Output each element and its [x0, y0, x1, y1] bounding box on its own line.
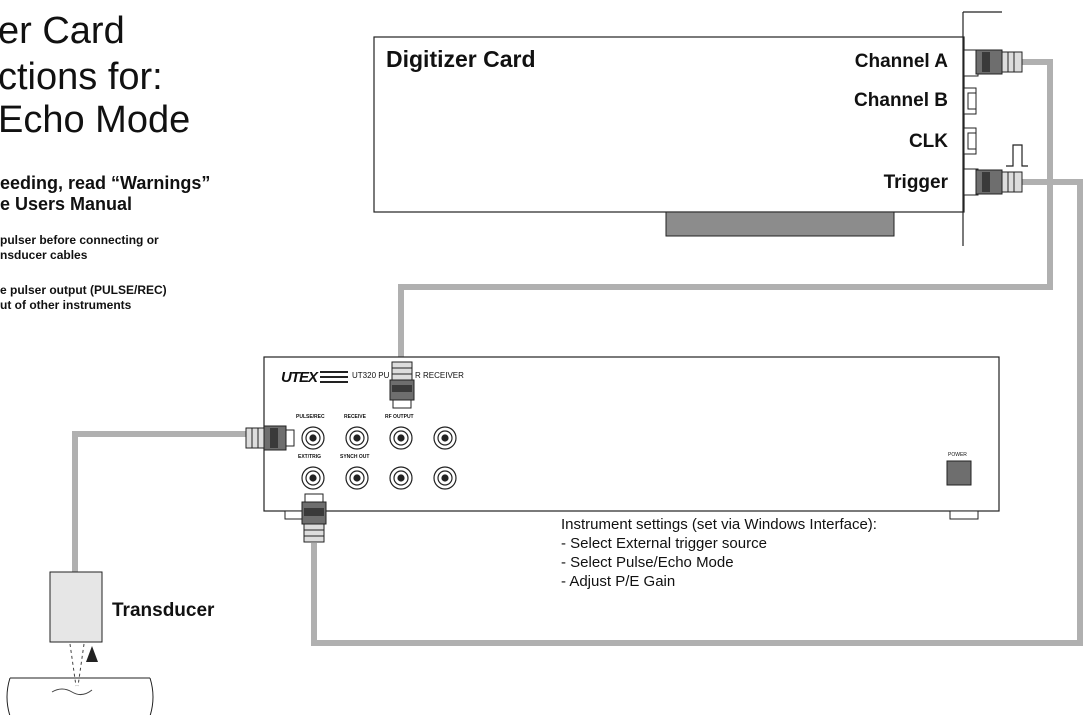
port-label-channel-a: Channel A	[854, 51, 948, 72]
settings-item-mode: - Select Pulse/Echo Mode	[561, 554, 734, 571]
port-label-clk: CLK	[908, 131, 948, 152]
pci-edge-connector	[665, 211, 895, 237]
pulse-rec-bnc-icon[interactable]	[301, 426, 325, 450]
spare-bnc-icon[interactable]	[389, 466, 413, 490]
spare-bnc-icon[interactable]	[433, 426, 457, 450]
note1-line2: nsducer cables	[0, 248, 88, 262]
clk-connector-icon[interactable]	[963, 127, 977, 155]
note2-line1: e pulser output (PULSE/REC)	[0, 283, 167, 297]
settings-item-gain: - Adjust P/E Gain	[561, 573, 676, 590]
ext-trig-plug-icon	[301, 493, 327, 543]
test-specimen	[6, 677, 154, 715]
channel-a-connector-icon[interactable]	[963, 49, 1023, 77]
rf-output-plug-icon	[389, 361, 415, 409]
port-label-channel-b: Channel B	[854, 90, 948, 111]
trigger-connector-icon[interactable]	[963, 168, 1023, 196]
synch-out-bnc-icon[interactable]	[345, 466, 369, 490]
note2-line2: ut of other instruments	[0, 298, 132, 312]
digitizer-card	[373, 36, 965, 213]
power-button[interactable]	[946, 460, 972, 486]
trigger-pulse-icon	[1006, 144, 1028, 167]
settings-heading: Instrument settings (set via Windows Int…	[561, 516, 877, 533]
page-title-line2: ctions for:	[0, 56, 163, 98]
cable-trigger	[311, 179, 1083, 646]
settings-item-trigger: - Select External trigger source	[561, 535, 767, 552]
ext-trig-bnc-icon[interactable]	[301, 466, 325, 490]
pulse-rec-plug-icon	[245, 425, 295, 451]
label-power: POWER	[948, 452, 967, 458]
label-synch-out: SYNCH OUT	[340, 454, 370, 460]
note1-line1: pulser before connecting or	[0, 233, 159, 247]
pulser-model-label: UT320 PU	[352, 371, 390, 380]
page-title-line3: Echo Mode	[0, 99, 191, 141]
warning-line2: e Users Manual	[0, 194, 133, 214]
cable-transducer	[72, 431, 246, 572]
unit-foot-right	[949, 510, 979, 520]
rf-output-bnc-icon[interactable]	[389, 426, 413, 450]
page-title-line1: er Card	[0, 10, 125, 52]
label-receive: RECEIVE	[344, 414, 366, 420]
warning-line1: eeding, read “Warnings”	[0, 173, 211, 193]
receive-bnc-icon[interactable]	[345, 426, 369, 450]
spare-bnc-icon[interactable]	[433, 466, 457, 490]
beam-arrow-icon	[86, 646, 98, 662]
transducer-body	[49, 571, 103, 643]
label-rf-output: RF OUTPUT	[385, 414, 414, 420]
cable-channel-a	[398, 59, 1053, 362]
transducer-label: Transducer	[112, 600, 215, 621]
digitizer-title: Digitizer Card	[386, 46, 536, 72]
label-ext-trig: EXT/TRIG	[298, 454, 322, 460]
port-label-trigger: Trigger	[883, 172, 948, 193]
label-pulse-rec: PULSE/REC	[296, 414, 325, 420]
channel-b-connector-icon[interactable]	[963, 87, 977, 115]
pulser-brand-logo: UTEX	[281, 369, 318, 386]
pulser-receiver-unit	[263, 356, 1000, 512]
pulser-model-label-tail: R RECEIVER	[415, 371, 464, 380]
